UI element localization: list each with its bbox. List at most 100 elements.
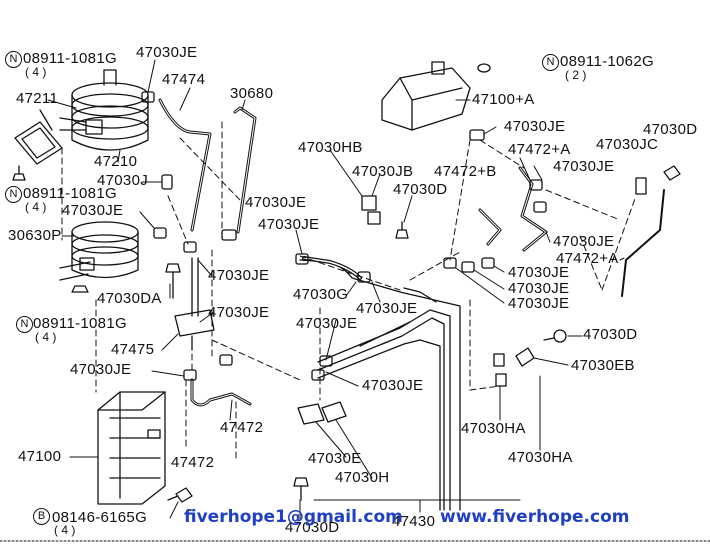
- n-marker-1: N: [5, 51, 22, 68]
- label-47030je-2: 47030JE: [245, 194, 307, 211]
- qty-a: ( 4 ): [25, 65, 47, 79]
- label-30680: 30680: [230, 85, 274, 102]
- label-47030d-4: 47030D: [285, 519, 340, 536]
- hose-47030g: [302, 256, 362, 280]
- label-47030je-3: 47030JE: [62, 202, 124, 219]
- bolt-47030da: [165, 263, 181, 299]
- leader-lines: [47, 59, 625, 521]
- label-47030e: 47030E: [308, 450, 362, 467]
- label-08911-1081g-b: 08911-1081G: [23, 185, 117, 202]
- label-47030je-5: 47030JE: [208, 267, 270, 284]
- label-47030je-12: 47030JE: [508, 280, 570, 297]
- clamp-47030je-mid: [221, 229, 237, 241]
- clips-47030ha: [493, 353, 507, 387]
- watermark-website: www.fiverhope.com: [440, 507, 630, 527]
- label-47030je-16: 47030JE: [362, 377, 424, 394]
- label-47030jb: 47030JB: [352, 163, 414, 180]
- label-47030jc: 47030JC: [596, 136, 659, 153]
- pipe-right: [621, 189, 665, 297]
- bolt-08146: [167, 487, 193, 503]
- label-47030je-4: 47030JE: [258, 216, 320, 233]
- n-marker-4: N: [542, 54, 559, 71]
- canister-lower-47100: [97, 391, 166, 505]
- watermark-email: fiverhope1@gmail.com: [184, 507, 403, 527]
- bolt-upper-left: [12, 165, 26, 181]
- label-47211: 47211: [16, 90, 59, 107]
- label-47030hb: 47030HB: [298, 139, 363, 156]
- n-marker-2: N: [5, 186, 22, 203]
- label-47472-b: 47472: [171, 454, 215, 471]
- bracket-47030h: [321, 401, 347, 423]
- label-47030h: 47030H: [335, 469, 390, 486]
- bolt-47030d-bottom: [293, 477, 309, 501]
- clip-47030eb: [515, 347, 535, 367]
- label-08911-1062g: 08911-1062G: [560, 53, 654, 70]
- qty-d: ( 4 ): [54, 523, 76, 537]
- clamp-47030je-right-top: [469, 129, 485, 141]
- hose-47472b: [478, 208, 502, 246]
- hose-47472-lower: [190, 378, 252, 407]
- qty-b: ( 4 ): [25, 200, 47, 214]
- bolt-47030d-mid: [395, 221, 409, 239]
- bracket-plate-47211: [14, 109, 63, 165]
- label-47030je-13: 47030JE: [508, 295, 570, 312]
- bracket-47030jc: [635, 177, 647, 195]
- label-47030ha-2: 47030HA: [508, 449, 573, 466]
- label-47030je-15: 47030JE: [296, 315, 358, 332]
- label-47475: 47475: [111, 341, 155, 358]
- clamp-47030je-center: [183, 241, 197, 253]
- label-47030je-11: 47030JE: [508, 264, 570, 281]
- label-47100: 47100: [18, 448, 62, 465]
- pipe-30680: [233, 106, 257, 234]
- clamp-47030j: [161, 174, 173, 190]
- bracket-47030e: [297, 403, 325, 425]
- bolt-47030d-right: [663, 165, 681, 181]
- clamp-lower-47030je: [183, 354, 233, 381]
- label-47030je-8: 47030JE: [504, 118, 566, 135]
- nut-mid-left: [71, 285, 89, 293]
- label-47472b: 47472+B: [434, 163, 497, 180]
- qty-e: ( 2 ): [565, 68, 587, 82]
- label-47030je-6: 47030JE: [208, 304, 270, 321]
- label-47030j: 47030J: [97, 172, 149, 189]
- qty-c: ( 4 ): [35, 330, 57, 344]
- hose-47474: [158, 98, 212, 232]
- tee-fitting-47475: [174, 257, 215, 351]
- label-30630p: 30630P: [8, 227, 62, 244]
- hose-47472a: [518, 166, 548, 252]
- label-47030je-1: 47030JE: [136, 44, 198, 61]
- label-47472a-1: 47472+A: [508, 141, 571, 158]
- b-marker: B: [33, 508, 50, 525]
- label-08911-1081g-a: 08911-1081G: [23, 50, 117, 67]
- label-47030je-10: 47030JE: [553, 233, 615, 250]
- label-47430: 47430: [392, 513, 436, 530]
- label-47210: 47210: [94, 153, 138, 170]
- label-47472-a: 47472: [220, 419, 264, 436]
- clamp-47030je-left: [153, 227, 167, 239]
- clamps-right: [443, 179, 547, 273]
- label-47474: 47474: [162, 71, 206, 88]
- n-marker-3: N: [16, 316, 33, 333]
- label-08146-6165g: 08146-6165G: [52, 509, 148, 526]
- label-47472a-2: 47472+A: [556, 250, 619, 267]
- label-47030je-14: 47030JE: [356, 300, 418, 317]
- label-47030da: 47030DA: [97, 290, 162, 307]
- label-47030d-2: 47030D: [393, 181, 448, 198]
- canister-47100a: [381, 61, 471, 131]
- pipe-bundle-47430: [299, 259, 461, 511]
- dashed-guides: [61, 121, 637, 461]
- label-47030d-3: 47030D: [583, 326, 638, 343]
- label-47030g: 47030G: [293, 286, 349, 303]
- canister-upper-47210: [59, 69, 149, 151]
- label-47100a: 47100+A: [472, 91, 535, 108]
- canister-mid-30630p: [59, 221, 139, 281]
- label-47030eb: 47030EB: [571, 357, 635, 374]
- bolt-47030d-lower: [543, 329, 567, 343]
- nut-08911-1062g: [477, 63, 491, 73]
- label-47030je-7: 47030JE: [70, 361, 132, 378]
- label-47030ha-1: 47030HA: [461, 420, 526, 437]
- bracket-47030hb: [361, 195, 381, 225]
- label-47030d-1: 47030D: [643, 121, 698, 138]
